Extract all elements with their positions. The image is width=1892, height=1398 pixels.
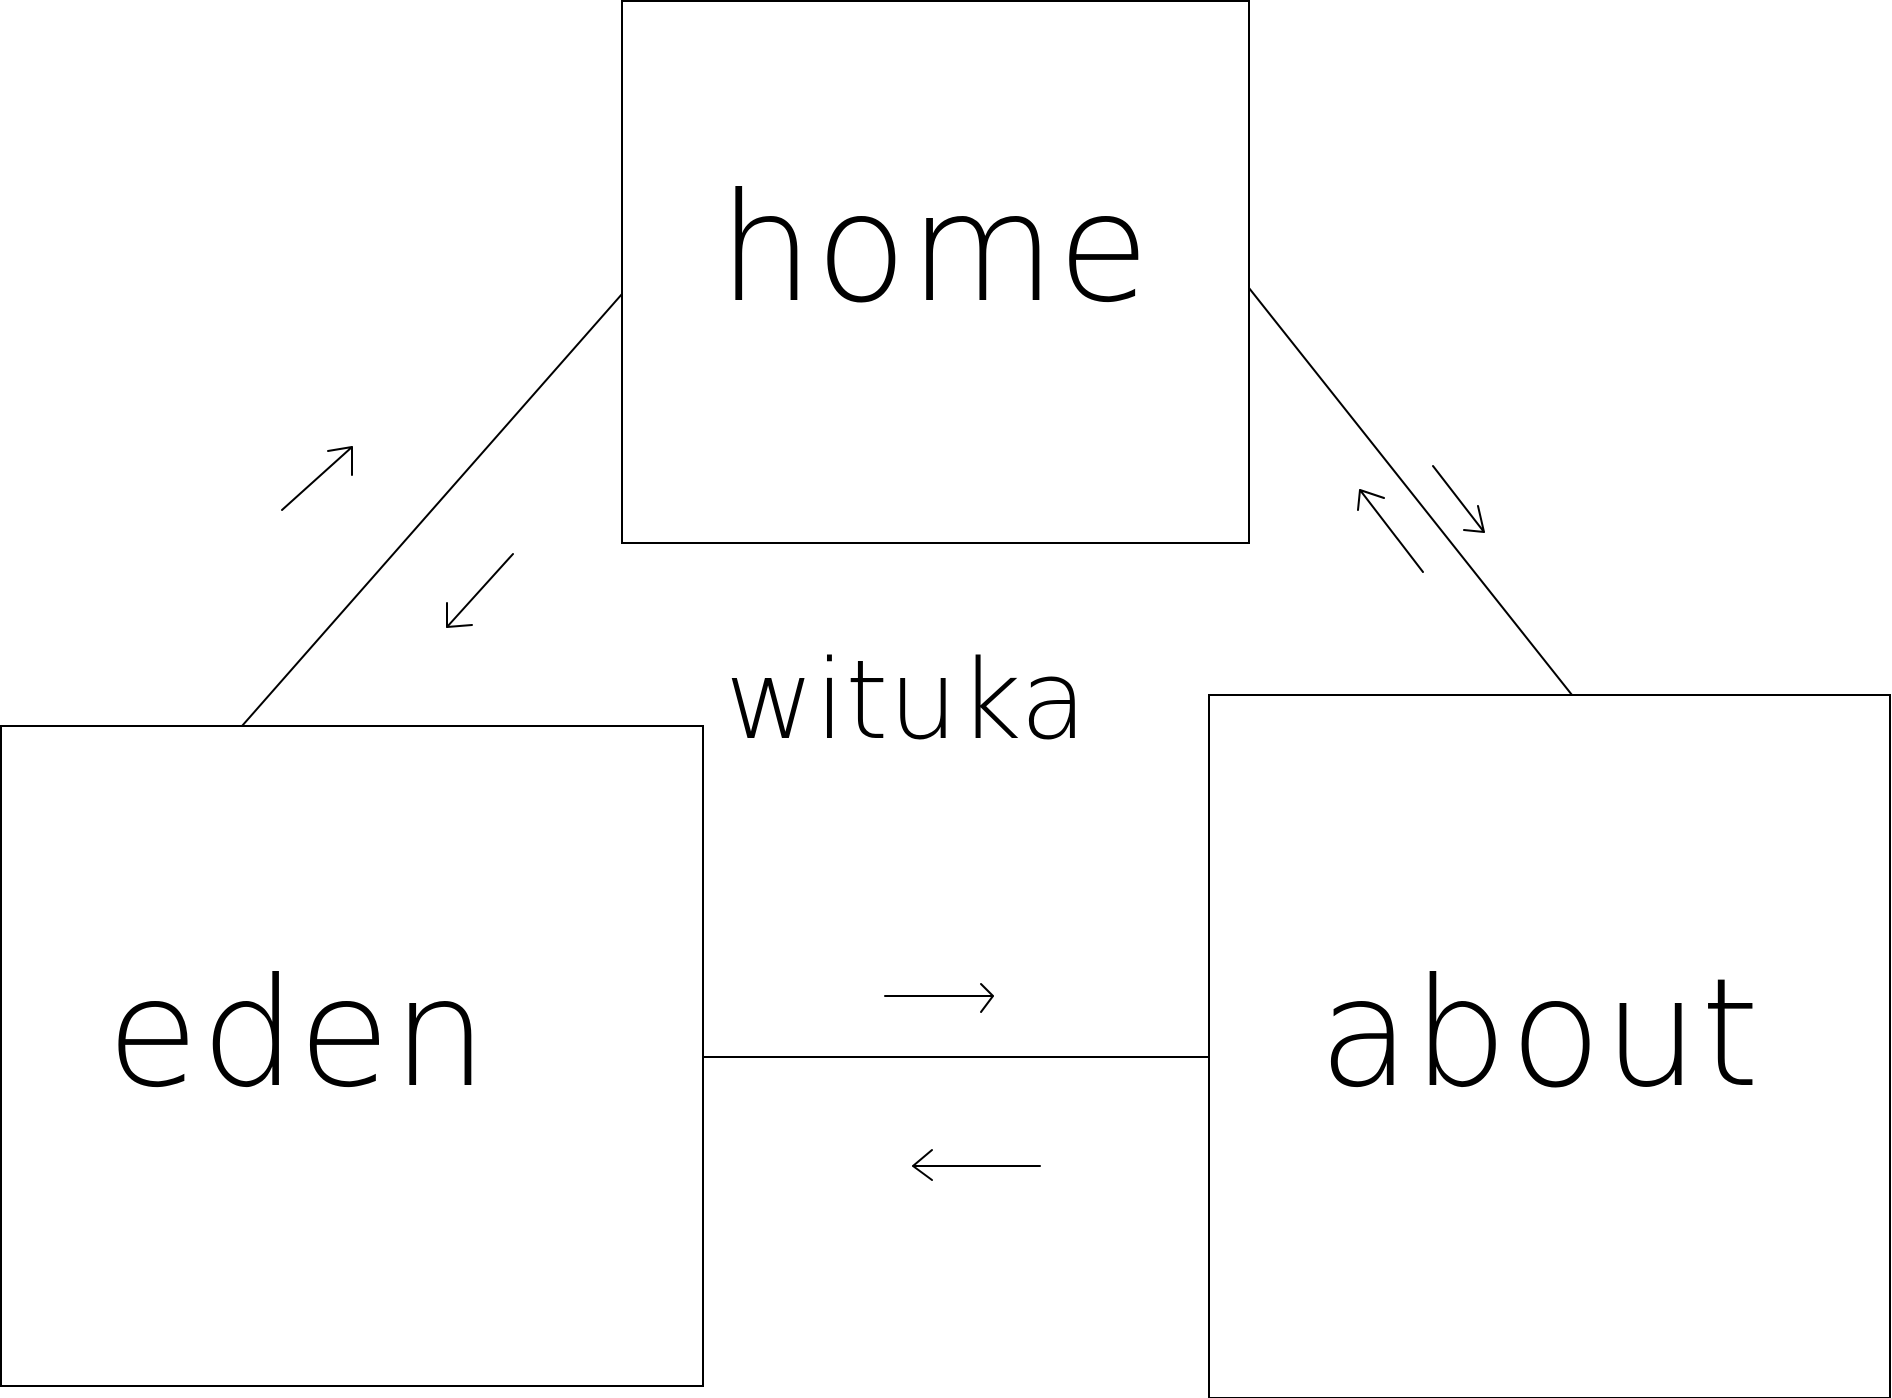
arrow-up-right-icon (281, 446, 353, 511)
connector-home-eden (241, 293, 623, 727)
home-node-label: home (718, 162, 1151, 336)
about-node-label: about (1319, 947, 1762, 1121)
about-node-box[interactable] (1208, 694, 1891, 1398)
arrow-right-icon (884, 983, 994, 1013)
eden-node-box[interactable] (0, 725, 704, 1387)
arrow-down-left-icon (446, 553, 514, 628)
arrow-up-left-icon (1357, 489, 1424, 573)
eden-node-label: eden (107, 947, 490, 1121)
arrow-left-icon (912, 1149, 1041, 1181)
connector-home-about (1248, 287, 1573, 696)
home-node-box[interactable] (621, 0, 1250, 544)
center-label: wituka (725, 636, 1088, 764)
arrow-down-right-icon (1432, 465, 1485, 533)
